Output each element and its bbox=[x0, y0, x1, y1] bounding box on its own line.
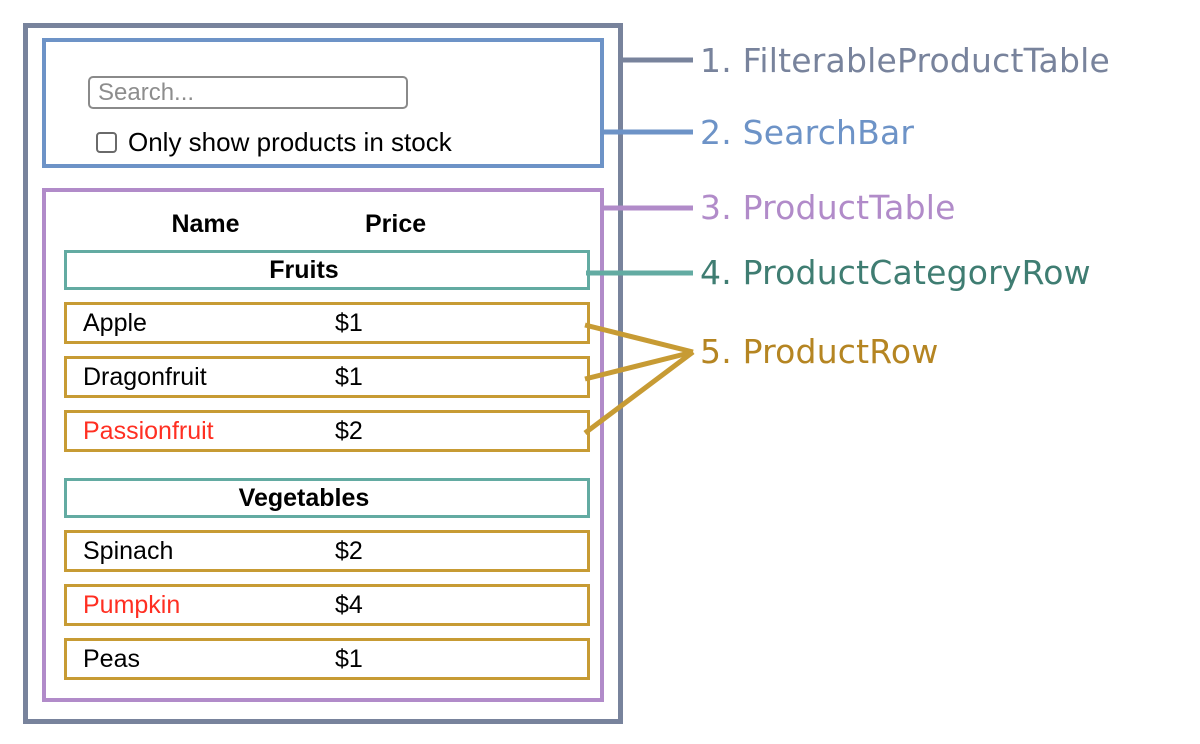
product-row[interactable]: Dragonfruit $1 bbox=[64, 356, 590, 398]
legend-label-1: FilterableProductTable bbox=[742, 41, 1110, 80]
product-price: $2 bbox=[335, 537, 363, 565]
product-row[interactable]: Passionfruit $2 bbox=[64, 410, 590, 452]
legend-number-5: 5. bbox=[700, 332, 732, 371]
product-price: $1 bbox=[335, 309, 363, 337]
product-name: Apple bbox=[83, 309, 147, 337]
product-price: $4 bbox=[335, 591, 363, 619]
legend-item-4: 4. ProductCategoryRow bbox=[700, 254, 1091, 292]
product-price: $1 bbox=[335, 645, 363, 673]
legend-number-4: 4. bbox=[700, 253, 732, 292]
product-table-header-row: Name Price bbox=[64, 204, 588, 244]
legend-number-1: 1. bbox=[700, 41, 732, 80]
legend-item-5: 5. ProductRow bbox=[700, 333, 939, 371]
legend-item-2: 2. SearchBar bbox=[700, 114, 914, 152]
product-name: Pumpkin bbox=[83, 591, 181, 619]
search-input[interactable] bbox=[88, 76, 408, 109]
product-category-label: Fruits bbox=[269, 255, 339, 284]
product-row[interactable]: Peas $1 bbox=[64, 638, 590, 680]
legend-item-1: 1. FilterableProductTable bbox=[700, 42, 1110, 80]
in-stock-filter-row[interactable]: Only show products in stock bbox=[96, 125, 566, 159]
legend-number-2: 2. bbox=[700, 113, 732, 152]
product-price: $1 bbox=[335, 363, 363, 391]
legend-label-2: SearchBar bbox=[742, 113, 915, 152]
product-table-inner: Name Price Fruits Apple $1 Dragonfruit $… bbox=[46, 192, 608, 706]
product-row[interactable]: Apple $1 bbox=[64, 302, 590, 344]
legend-label-3: ProductTable bbox=[742, 188, 956, 227]
product-table-frame: Name Price Fruits Apple $1 Dragonfruit $… bbox=[42, 188, 604, 702]
legend-label-5: ProductRow bbox=[742, 332, 939, 371]
column-header-price: Price bbox=[365, 209, 427, 238]
product-category-row: Vegetables bbox=[64, 478, 590, 518]
product-name: Dragonfruit bbox=[83, 363, 207, 391]
product-name: Passionfruit bbox=[83, 417, 214, 445]
product-name: Peas bbox=[83, 645, 140, 673]
in-stock-checkbox-label: Only show products in stock bbox=[128, 127, 452, 157]
product-row[interactable]: Spinach $2 bbox=[64, 530, 590, 572]
legend-number-3: 3. bbox=[700, 188, 732, 227]
product-price: $2 bbox=[335, 417, 363, 445]
product-category-label: Vegetables bbox=[238, 483, 370, 512]
in-stock-checkbox[interactable] bbox=[96, 131, 117, 153]
legend-label-4: ProductCategoryRow bbox=[742, 253, 1091, 292]
product-row[interactable]: Pumpkin $4 bbox=[64, 584, 590, 626]
column-header-name: Name bbox=[171, 209, 240, 238]
legend-item-3: 3. ProductTable bbox=[700, 189, 956, 227]
product-name: Spinach bbox=[83, 537, 174, 565]
product-category-row: Fruits bbox=[64, 250, 590, 290]
